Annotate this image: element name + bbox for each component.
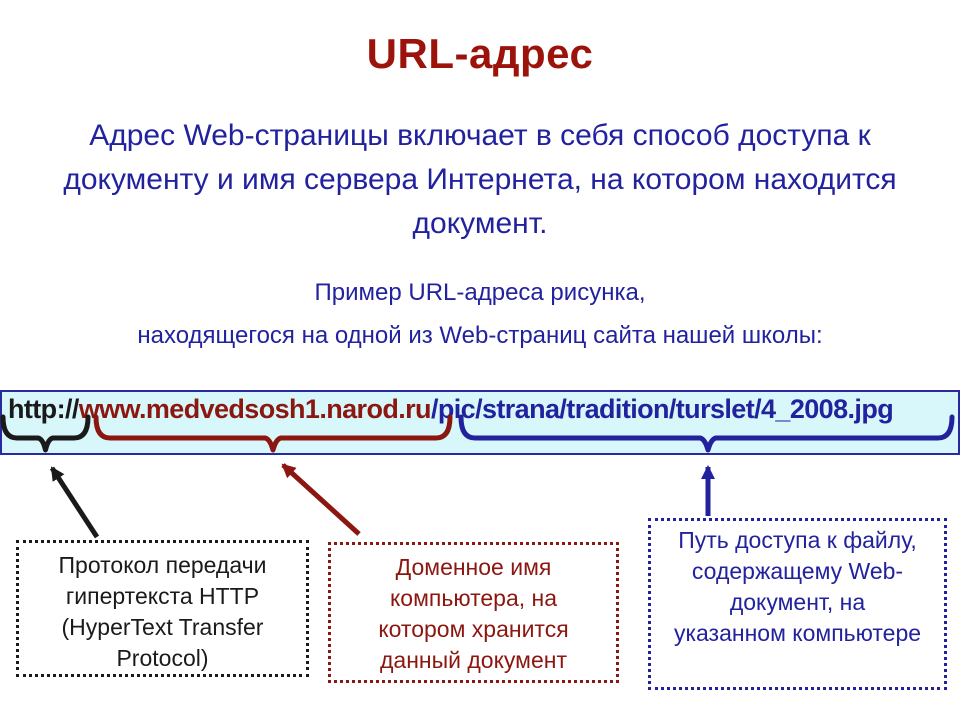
- intro-line-1: Адрес Web-страницы включает в себя спосо…: [89, 119, 871, 152]
- callout-path-line-2: содержащему Web-: [691, 558, 904, 584]
- page-title: URL-адрес: [366, 30, 594, 77]
- intro-line-2: документу и имя сервера Интернета, на ко…: [63, 163, 897, 196]
- callout-domain-line-3: котором хранится: [378, 616, 569, 642]
- callout-path: Путь доступа к файлу, содержащему Web- д…: [648, 518, 947, 690]
- callout-protocol-line-1: Протокол передачи: [58, 552, 267, 578]
- callout-domain-line-1: Доменное имя: [395, 554, 552, 580]
- callout-path-line-3: документ, на: [729, 589, 866, 615]
- url-text: http://www.medvedsosh1.narod.ru/pic/stra…: [8, 394, 894, 425]
- url-domain: www.medvedsosh1.narod.ru: [78, 394, 432, 424]
- protocol-arrow: [49, 466, 100, 539]
- callout-protocol: Протокол передачи гипертекста HTTP (Hype…: [16, 540, 309, 677]
- domain-arrow: [281, 463, 361, 536]
- callout-domain: Доменное имя компьютера, на котором хран…: [328, 542, 619, 683]
- intro-text: Адрес Web-страницы включает в себя спосо…: [0, 114, 960, 246]
- callout-path-line-4: указанном компьютере: [673, 620, 922, 646]
- intro-line-3: документ.: [412, 207, 548, 240]
- callout-protocol-line-2: гипертекста HTTP: [65, 583, 260, 609]
- callout-protocol-line-3: (HyperText Transfer: [61, 614, 264, 640]
- callout-domain-line-2: компьютера, на: [389, 585, 558, 611]
- callout-domain-line-4: данный документ: [380, 647, 567, 673]
- url-path: /pic/strana/tradition/turslet/4_2008.jpg: [430, 394, 894, 424]
- example-caption-line-2: находящегося на одной из Web-страниц сай…: [137, 322, 823, 349]
- url-protocol: http://: [8, 394, 79, 424]
- example-caption-line-1: Пример URL-адреса рисунка,: [314, 279, 646, 306]
- callout-protocol-line-4: Protocol): [116, 645, 209, 671]
- callout-path-line-1: Путь доступа к файлу,: [678, 527, 917, 553]
